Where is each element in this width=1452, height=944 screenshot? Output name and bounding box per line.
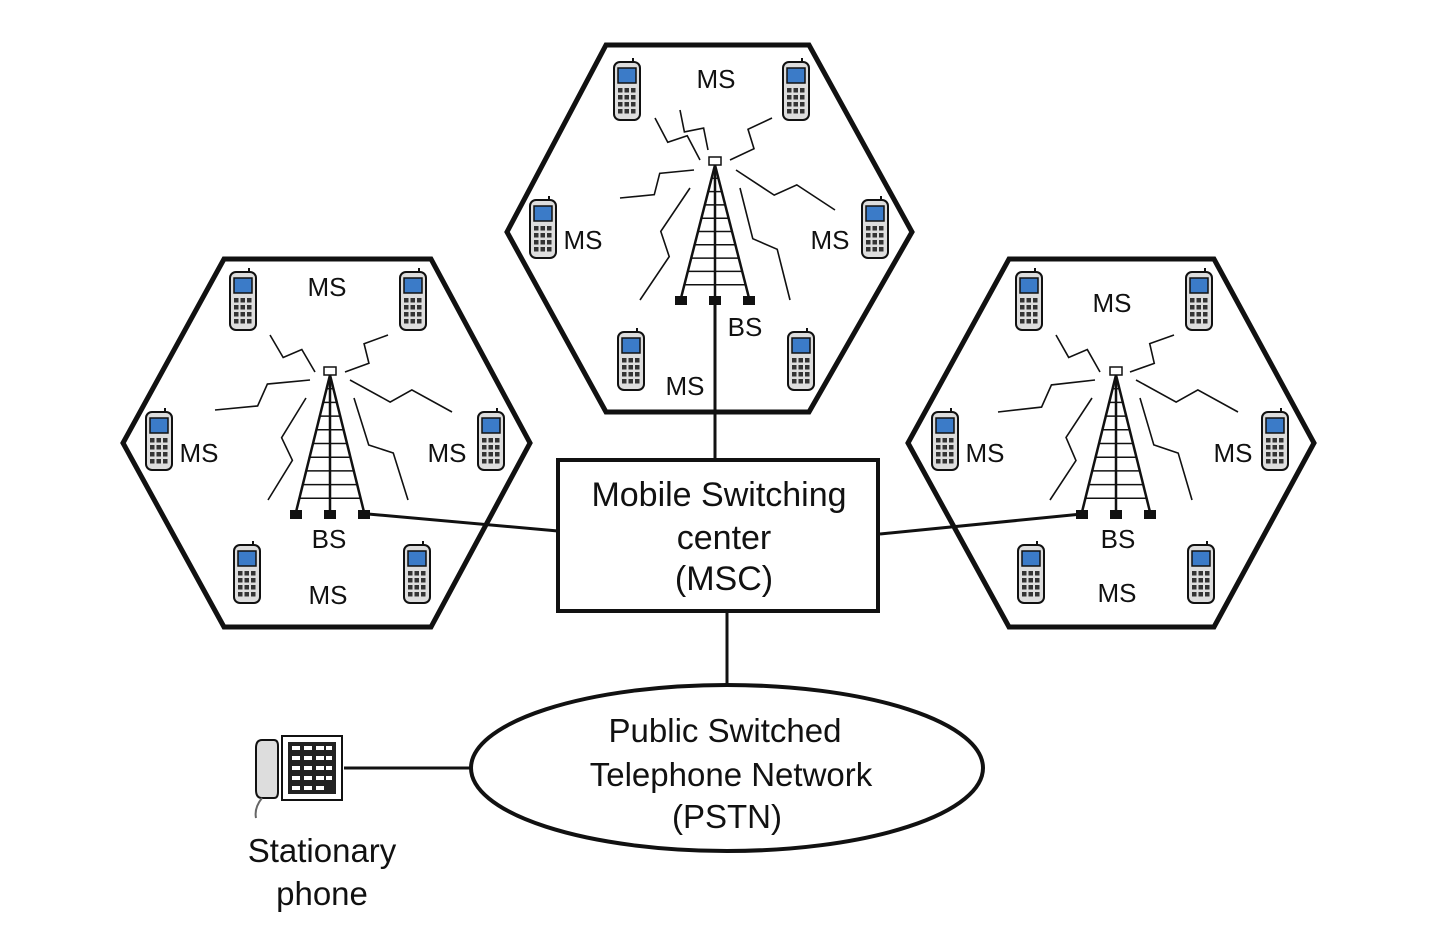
cell-right-mobile-phone-icon-1 (1015, 268, 1043, 331)
cell-top-ms-label-4: MS (666, 371, 705, 401)
cell-top-mobile-phone-icon-5 (617, 328, 645, 391)
cell-right-hexagon (905, 256, 1317, 630)
stationary-phone-label-line-2: phone (276, 875, 368, 912)
cell-right-signal-4 (1135, 379, 1239, 413)
cell-top-signal-5 (639, 187, 691, 301)
msc-label-line-1: Mobile Switching (591, 476, 846, 514)
cell-top-ms-label-3: MS (811, 225, 850, 255)
cell-right-ms-label-3: MS (1214, 438, 1253, 468)
pstn-cloud: Public Switched Telephone Network (PSTN) (469, 683, 985, 853)
cell-top-mobile-phone-icon-6 (787, 328, 815, 391)
cell-left-ms-label-2: MS (180, 438, 219, 468)
link-right-bs-msc (879, 512, 1083, 536)
cell-left-signal-3 (214, 379, 311, 411)
cell-left-signal-1 (269, 334, 316, 373)
cell-left-mobile-phone-icon-3 (145, 408, 173, 471)
cell-left-cell-tower-icon (290, 366, 370, 519)
cell-right-signal-5 (1049, 397, 1093, 501)
cell-left-mobile-phone-icon-1 (229, 268, 257, 331)
cell-left-signal-6 (353, 397, 409, 501)
stationary-phone-label-line-1: Stationary (248, 832, 397, 869)
msc-label-line-2: center (677, 519, 772, 557)
cell-left-mobile-phone-icon-5 (233, 541, 261, 604)
cell-top-mobile-phone-icon-1 (613, 58, 641, 121)
cell-left-hexagon (120, 256, 533, 630)
cell-top-mobile-phone-icon-2 (782, 58, 810, 121)
cell-right-mobile-phone-icon-6 (1187, 541, 1215, 604)
cell-right-signal-2 (1129, 334, 1175, 373)
cell-top-signal-7 (679, 109, 709, 151)
cell-right-mobile-phone-icon-4 (1261, 408, 1289, 471)
cell-left-ms-label-1: MS (308, 272, 347, 302)
desk-phone-icon (254, 735, 343, 819)
cell-top-bs-label: BS (728, 312, 763, 342)
cell-right-ms-label-1: MS (1093, 288, 1132, 318)
cell-left-mobile-phone-icon-6 (403, 541, 431, 604)
cell-top-ms-label-1: MS (697, 64, 736, 94)
pstn-label-line-2: Telephone Network (590, 756, 873, 793)
cell-right-ms-label-2: MS (966, 438, 1005, 468)
cell-top-signal-4 (735, 169, 836, 211)
cell-right-mobile-phone-icon-5 (1017, 541, 1045, 604)
cell-top-mobile-phone-icon-3 (529, 196, 557, 259)
cell-right-mobile-phone-icon-2 (1185, 268, 1213, 331)
cell-left-signal-5 (267, 397, 307, 501)
cell-left-mobile-phone-icon-2 (399, 268, 427, 331)
cell-left-mobile-phone-icon-4 (477, 408, 505, 471)
msc-label-line-3: (MSC) (675, 560, 773, 598)
cell-top-mobile-phone-icon-4 (861, 196, 889, 259)
cell-top-signal-3 (619, 169, 695, 199)
cell-right-cell-tower-icon (1076, 366, 1156, 519)
cell-right-mobile-phone-icon-3 (931, 408, 959, 471)
cell-right-signal-1 (1055, 334, 1101, 373)
cell-right-signal-3 (997, 379, 1096, 413)
cell-top-hexagon (504, 42, 915, 415)
cell-left-ms-label-3: MS (428, 438, 467, 468)
cell-top-signal-6 (739, 187, 791, 301)
cell-top-signal-1 (654, 117, 701, 161)
pstn-label-line-3: (PSTN) (672, 798, 782, 835)
cell-left-bs-label: BS (312, 524, 347, 554)
cell-top-ms-label-2: MS (564, 225, 603, 255)
cell-left-signal-2 (344, 334, 389, 373)
cell-left-signal-4 (349, 379, 453, 413)
cell-right-bs-label: BS (1101, 524, 1136, 554)
cell-right-signal-6 (1139, 397, 1193, 501)
cell-right-ms-label-4: MS (1098, 578, 1137, 608)
cell-top-cell-tower-icon (675, 156, 755, 305)
link-left-bs-msc (367, 512, 559, 533)
pstn-label-line-1: Public Switched (609, 712, 842, 749)
cell-top-signal-2 (729, 117, 773, 161)
msc-box: Mobile Switching center (MSC) (556, 458, 880, 613)
cell-left-ms-label-4: MS (309, 580, 348, 610)
